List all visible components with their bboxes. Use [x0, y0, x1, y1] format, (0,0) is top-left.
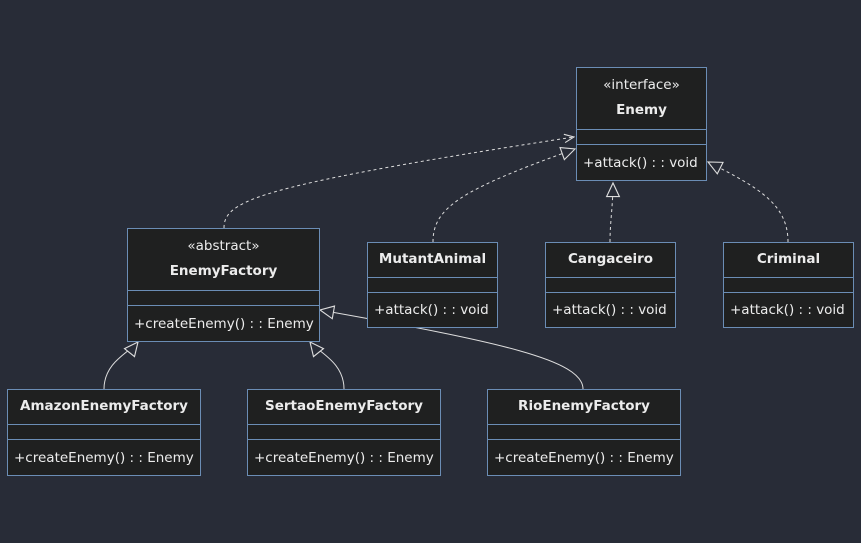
- class-header-mutantanimal: MutantAnimal: [368, 243, 497, 277]
- class-header-amazonenemyfactory: AmazonEnemyFactory: [8, 390, 200, 424]
- class-attributes: [488, 424, 680, 439]
- class-attributes: [724, 277, 853, 292]
- class-name: Cangaceiro: [567, 251, 654, 267]
- class-method: +createEnemy() : : Enemy: [248, 439, 440, 475]
- dependency-line-enemyfactory-enemy: [223, 137, 574, 229]
- class-box-enemy[interactable]: «interface» Enemy +attack() : : void: [576, 67, 707, 181]
- class-header-enemy: «interface» Enemy: [577, 68, 706, 129]
- class-method: +attack() : : void: [724, 292, 853, 327]
- class-method: +attack() : : void: [546, 292, 675, 327]
- class-attributes: [368, 277, 497, 292]
- class-method: +createEnemy() : : Enemy: [488, 439, 680, 475]
- class-header-enemyfactory: «abstract» EnemyFactory: [128, 229, 319, 290]
- class-method: +createEnemy() : : Enemy: [8, 439, 200, 475]
- class-name: MutantAnimal: [378, 251, 487, 267]
- class-box-sertaoenemyfactory[interactable]: SertaoEnemyFactory +createEnemy() : : En…: [247, 389, 441, 476]
- class-header-rioenemyfactory: RioEnemyFactory: [488, 390, 680, 424]
- class-name: Criminal: [756, 251, 821, 267]
- realization-line-mutantanimal-enemy: [432, 146, 577, 243]
- inheritance-line-sertao-enemyfactory: [309, 340, 345, 390]
- class-method: +attack() : : void: [368, 292, 497, 327]
- class-attributes: [546, 277, 675, 292]
- class-name: EnemyFactory: [169, 263, 278, 279]
- inheritance-line-amazon-enemyfactory: [103, 340, 139, 390]
- realization-line-criminal-enemy: [706, 161, 789, 243]
- class-box-amazonenemyfactory[interactable]: AmazonEnemyFactory +createEnemy() : : En…: [7, 389, 201, 476]
- class-method: +createEnemy() : : Enemy: [128, 305, 319, 341]
- class-box-rioenemyfactory[interactable]: RioEnemyFactory +createEnemy() : : Enemy: [487, 389, 681, 476]
- class-box-cangaceiro[interactable]: Cangaceiro +attack() : : void: [545, 242, 676, 328]
- class-attributes: [248, 424, 440, 439]
- class-stereotype: «interface»: [603, 77, 680, 93]
- class-method: +attack() : : void: [577, 144, 706, 180]
- class-box-enemyfactory[interactable]: «abstract» EnemyFactory +createEnemy() :…: [127, 228, 320, 342]
- class-attributes: [577, 129, 706, 144]
- class-name: Enemy: [616, 102, 667, 118]
- class-name: SertaoEnemyFactory: [265, 398, 423, 414]
- class-attributes: [128, 290, 319, 305]
- class-box-criminal[interactable]: Criminal +attack() : : void: [723, 242, 854, 328]
- realization-line-cangaceiro-enemy: [605, 181, 621, 243]
- class-header-criminal: Criminal: [724, 243, 853, 277]
- class-header-sertaoenemyfactory: SertaoEnemyFactory: [248, 390, 440, 424]
- class-attributes: [8, 424, 200, 439]
- class-stereotype: «abstract»: [187, 238, 260, 254]
- class-box-mutantanimal[interactable]: MutantAnimal +attack() : : void: [367, 242, 498, 328]
- class-name: RioEnemyFactory: [518, 398, 650, 414]
- class-name: AmazonEnemyFactory: [20, 398, 188, 414]
- class-header-cangaceiro: Cangaceiro: [546, 243, 675, 277]
